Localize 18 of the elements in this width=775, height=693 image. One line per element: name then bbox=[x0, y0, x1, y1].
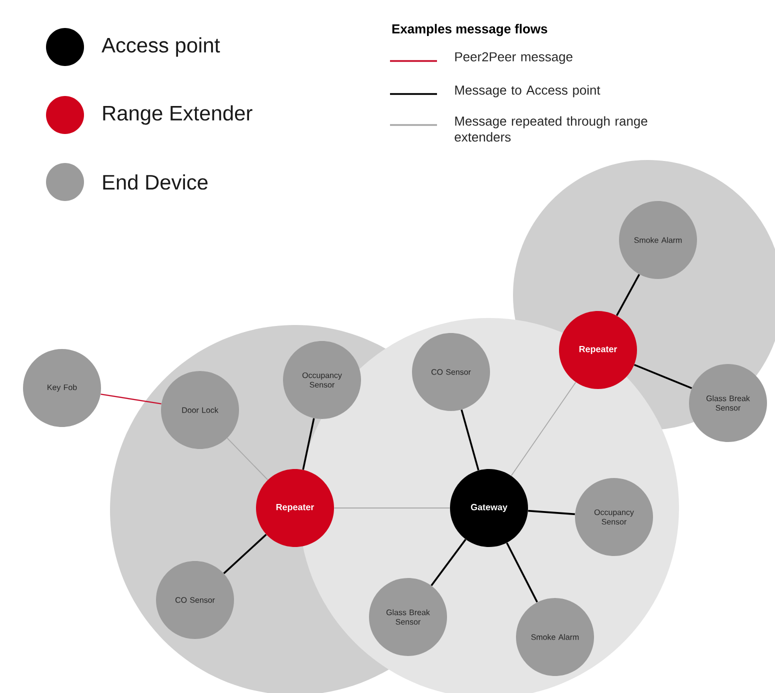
connection-line bbox=[100, 394, 162, 404]
connection-line bbox=[302, 418, 315, 470]
legend-text: Peer2Peer message bbox=[455, 52, 572, 64]
connection-line bbox=[506, 542, 538, 602]
legend-text: End Device bbox=[103, 174, 208, 190]
legend-text: Message to Access point bbox=[455, 85, 600, 98]
legend-text: Range Extender bbox=[103, 105, 252, 125]
connection-line bbox=[430, 538, 466, 586]
connection-line bbox=[528, 510, 575, 516]
connection-line bbox=[460, 410, 480, 470]
connection-line bbox=[616, 274, 640, 316]
connection-line bbox=[226, 438, 268, 480]
connection-line bbox=[634, 364, 692, 390]
legend-title: Examples message flows bbox=[392, 24, 548, 36]
legend-text: Access point bbox=[102, 37, 220, 57]
connection-line bbox=[223, 534, 267, 574]
connection-line bbox=[510, 382, 576, 476]
legend-text: Message repeated through range extenders bbox=[454, 116, 648, 142]
